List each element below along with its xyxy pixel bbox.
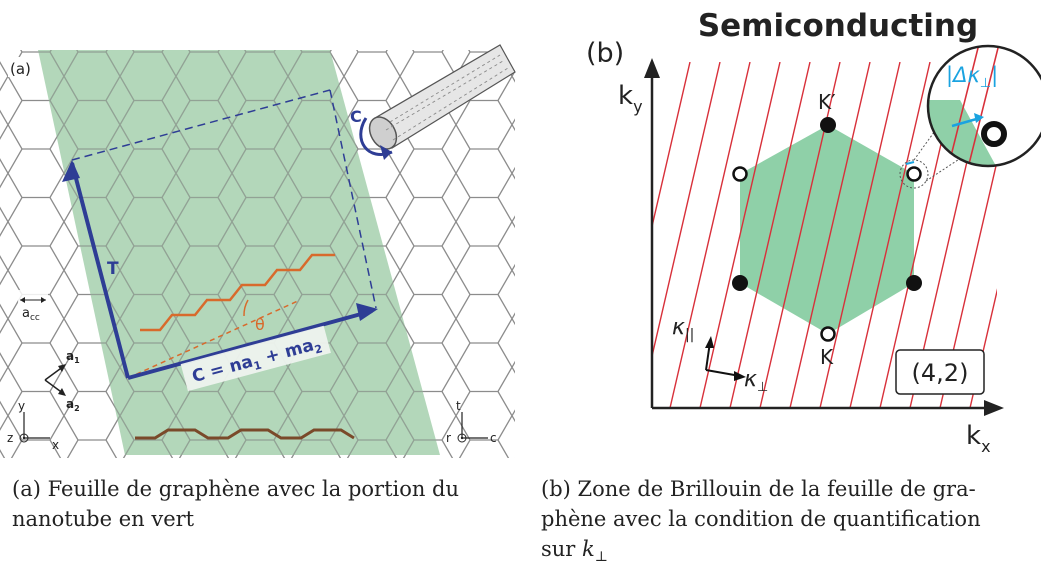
k-point-filled [906, 275, 922, 291]
caption-a: (a) Feuille de graphène avec la portion … [12, 474, 532, 534]
T-vector [70, 162, 130, 379]
caption-b-line: sur k⊥ [541, 537, 608, 566]
k-point-open [732, 166, 748, 182]
svg-text:x: x [52, 438, 59, 452]
C-vector [127, 309, 373, 380]
svg-text:κ||: κ|| [672, 315, 694, 343]
acc-vector: acc [18, 290, 48, 323]
svg-text:t: t [456, 399, 461, 413]
delta-kappa-label: |Δκ⊥| [946, 63, 998, 91]
theta-reference-line [127, 299, 301, 379]
panel-a-label: (a) [10, 60, 31, 78]
nanotube-illustration: C [350, 44, 516, 160]
svg-text:κ⊥: κ⊥ [744, 367, 768, 395]
svg-text:r: r [446, 431, 451, 445]
figure-panel-b: Semiconducting (b) ky kx [580, 0, 1041, 458]
caption-b: (b) Zone de Brillouin de la feuille de g… [541, 474, 1041, 572]
chirality-box [895, 349, 985, 395]
title-semiconducting: Semiconducting [698, 8, 978, 44]
caption-a-line: (a) Feuille de graphène avec la portion … [12, 477, 460, 501]
chirality-label: (4,2) [912, 359, 969, 387]
svg-text:acc: acc [22, 306, 40, 323]
armchair-path [140, 253, 335, 332]
zigzag-edge [135, 428, 355, 440]
kx-label: kx [966, 421, 991, 456]
k-prime-label: K′ [818, 90, 836, 114]
caption-b-line: phène avec la condition de quantificatio… [541, 507, 981, 531]
theta-label: θ [255, 315, 265, 334]
graphene-sheet-figure: θ T C = na1 + ma2 (a) C [0, 44, 516, 458]
ky-label: ky [618, 81, 643, 116]
xyz-axes: y z x [7, 399, 59, 452]
brillouin-zone-hexagon [740, 125, 914, 334]
svg-text:y: y [18, 399, 25, 413]
svg-text:a1: a1 [66, 349, 80, 365]
figure-panel-a: θ T C = na1 + ma2 (a) C [0, 0, 520, 458]
k-point-filled [732, 275, 748, 291]
caption-a-line: nanotube en vert [12, 507, 195, 531]
brillouin-zone-figure: Semiconducting (b) ky kx [586, 8, 1041, 456]
svg-text:c: c [490, 431, 497, 445]
svg-text:z: z [7, 431, 13, 445]
k-point-open [906, 166, 922, 182]
k-point-filled [820, 117, 836, 133]
kappa-axes: κ|| κ⊥ [672, 315, 768, 395]
zoom-inset: |Δκ⊥| [926, 44, 1041, 168]
circumference-label: C [350, 107, 362, 126]
svg-text:a2: a2 [66, 397, 80, 413]
T-label: T [107, 259, 119, 279]
panel-b-label: (b) [586, 38, 624, 69]
k-label: K [820, 345, 834, 369]
k-point-open [820, 326, 836, 342]
caption-b-line: (b) Zone de Brillouin de la feuille de g… [541, 477, 976, 501]
basis-vectors: a1 a2 [44, 349, 80, 413]
trc-axes: t r c [446, 399, 497, 445]
